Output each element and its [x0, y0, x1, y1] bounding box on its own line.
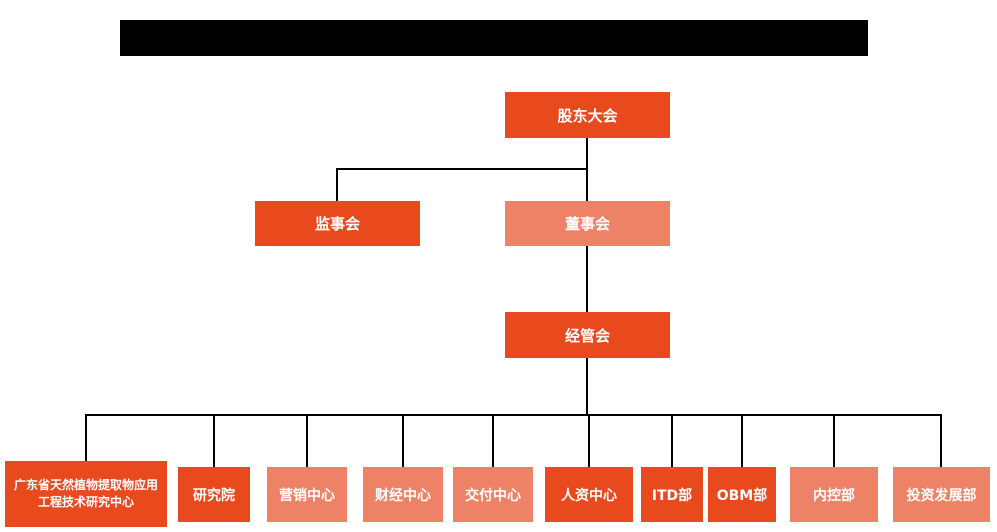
connector-line	[213, 414, 215, 467]
dept-label: 投资发展部	[906, 487, 977, 504]
connector-line	[492, 414, 494, 467]
dept-delivery-center: 交付中心	[453, 467, 533, 522]
node-management-committee: 经管会	[505, 312, 670, 358]
dept-label: 研究院	[193, 487, 235, 504]
node-management-committee-label: 经管会	[564, 326, 610, 345]
connector-line	[741, 414, 743, 467]
connector-line	[336, 168, 588, 170]
node-shareholders-meeting: 股东大会	[505, 92, 670, 138]
connector-line	[588, 414, 590, 467]
connector-line	[402, 414, 404, 467]
connector-line	[833, 414, 835, 467]
connector-line	[940, 414, 942, 467]
dept-label: 交付中心	[465, 487, 521, 504]
node-shareholders-meeting-label: 股东大会	[557, 106, 618, 125]
connector-line	[586, 358, 588, 415]
dept-label: 人资中心	[561, 487, 617, 504]
node-supervisory-board: 监事会	[255, 201, 420, 246]
dept-label: ITD部	[651, 487, 693, 504]
dept-research-institute: 研究院	[178, 467, 250, 522]
dept-label: 财经中心	[375, 487, 431, 504]
dept-investment-development: 投资发展部	[893, 467, 990, 522]
dept-itd: ITD部	[641, 467, 703, 522]
dept-label: OBM部	[716, 487, 768, 504]
dept-hr-center: 人资中心	[545, 467, 633, 522]
connector-line	[671, 414, 673, 467]
redacted-title-bar	[120, 20, 868, 56]
connector-line	[586, 246, 588, 312]
dept-natural-plant-extract-research-center: 广东省天然植物提取物应用工程技术研究中心	[5, 461, 167, 527]
node-supervisory-board-label: 监事会	[314, 215, 360, 233]
dept-marketing-center: 营销中心	[267, 467, 347, 522]
connector-line	[336, 168, 338, 201]
dept-obm: OBM部	[708, 467, 776, 522]
connector-line	[85, 414, 942, 416]
node-board-of-directors: 董事会	[505, 201, 670, 246]
dept-label: 内控部	[813, 487, 855, 504]
dept-finance-center: 财经中心	[363, 467, 443, 522]
node-board-of-directors-label: 董事会	[564, 215, 610, 233]
dept-label: 营销中心	[279, 487, 335, 504]
dept-label: 广东省天然植物提取物应用工程技术研究中心	[13, 477, 158, 509]
connector-line	[85, 414, 87, 461]
connector-line	[306, 414, 308, 467]
dept-internal-control: 内控部	[790, 467, 878, 522]
